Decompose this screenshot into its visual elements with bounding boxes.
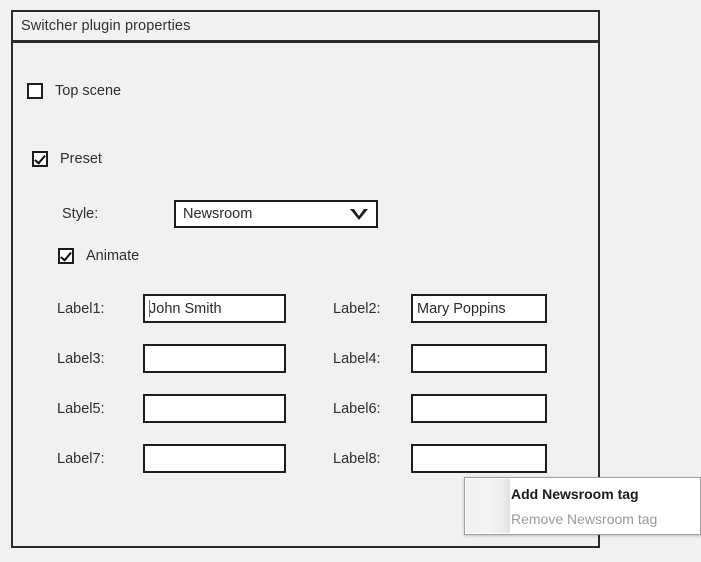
style-row: Style: Newsroom [62,200,378,228]
label4-input[interactable] [411,344,547,373]
label5-caption: Label5: [57,400,105,417]
label1-cell: Label1: John Smith [57,294,333,323]
animate-label: Animate [86,248,140,264]
label5-input[interactable] [143,394,286,423]
label-row: Label3: Label4: [57,343,557,374]
label8-input[interactable] [411,444,547,473]
top-scene-checkbox-row[interactable]: Top scene [27,83,121,99]
label1-caption: Label1: [57,300,105,317]
animate-checkbox[interactable] [58,248,74,264]
style-label: Style: [62,206,99,222]
menu-icon-gutter [466,479,510,533]
dialog-titlebar: Switcher plugin properties [13,12,598,43]
label2-input[interactable]: Mary Poppins [411,294,547,323]
label4-cell: Label4: [333,344,547,373]
menu-item-label: Remove Newsroom tag [511,510,658,527]
context-menu: Add Newsroom tag Remove Newsroom tag [464,477,701,535]
label-row: Label5: Label6: [57,393,557,424]
menu-item-remove-newsroom-tag: Remove Newsroom tag [465,506,700,531]
dialog-title: Switcher plugin properties [21,18,191,34]
label7-cell: Label7: [57,444,333,473]
style-dropdown[interactable]: Newsroom [174,200,378,228]
label8-caption: Label8: [333,450,381,467]
label-row: Label1: John Smith Label2: Mary Poppins [57,293,557,324]
label1-input[interactable]: John Smith [143,294,286,323]
preset-checkbox[interactable] [32,151,48,167]
label3-caption: Label3: [57,350,105,367]
chevron-down-icon [350,208,368,220]
label2-value: Mary Poppins [417,300,506,317]
menu-item-add-newsroom-tag[interactable]: Add Newsroom tag [465,481,700,506]
label2-cell: Label2: Mary Poppins [333,294,547,323]
label4-caption: Label4: [333,350,381,367]
label3-input[interactable] [143,344,286,373]
label-fields-grid: Label1: John Smith Label2: Mary Poppins … [57,293,557,493]
menu-item-label: Add Newsroom tag [511,485,639,502]
preset-label: Preset [60,151,102,167]
label1-value: John Smith [149,300,222,317]
label6-input[interactable] [411,394,547,423]
top-scene-label: Top scene [55,83,122,99]
label6-cell: Label6: [333,394,547,423]
style-selected-value: Newsroom [183,206,253,222]
switcher-properties-dialog: Switcher plugin properties Top scene Pre… [11,10,600,548]
dialog-body: Top scene Preset Style: Newsroom Animate… [13,43,598,543]
top-scene-checkbox[interactable] [27,83,43,99]
label7-caption: Label7: [57,450,105,467]
label7-input[interactable] [143,444,286,473]
label3-cell: Label3: [57,344,333,373]
label-row: Label7: Label8: [57,443,557,474]
label5-cell: Label5: [57,394,333,423]
label6-caption: Label6: [333,400,381,417]
animate-checkbox-row[interactable]: Animate [58,248,139,264]
label2-caption: Label2: [333,300,381,317]
label8-cell: Label8: [333,444,547,473]
preset-checkbox-row[interactable]: Preset [32,151,102,167]
